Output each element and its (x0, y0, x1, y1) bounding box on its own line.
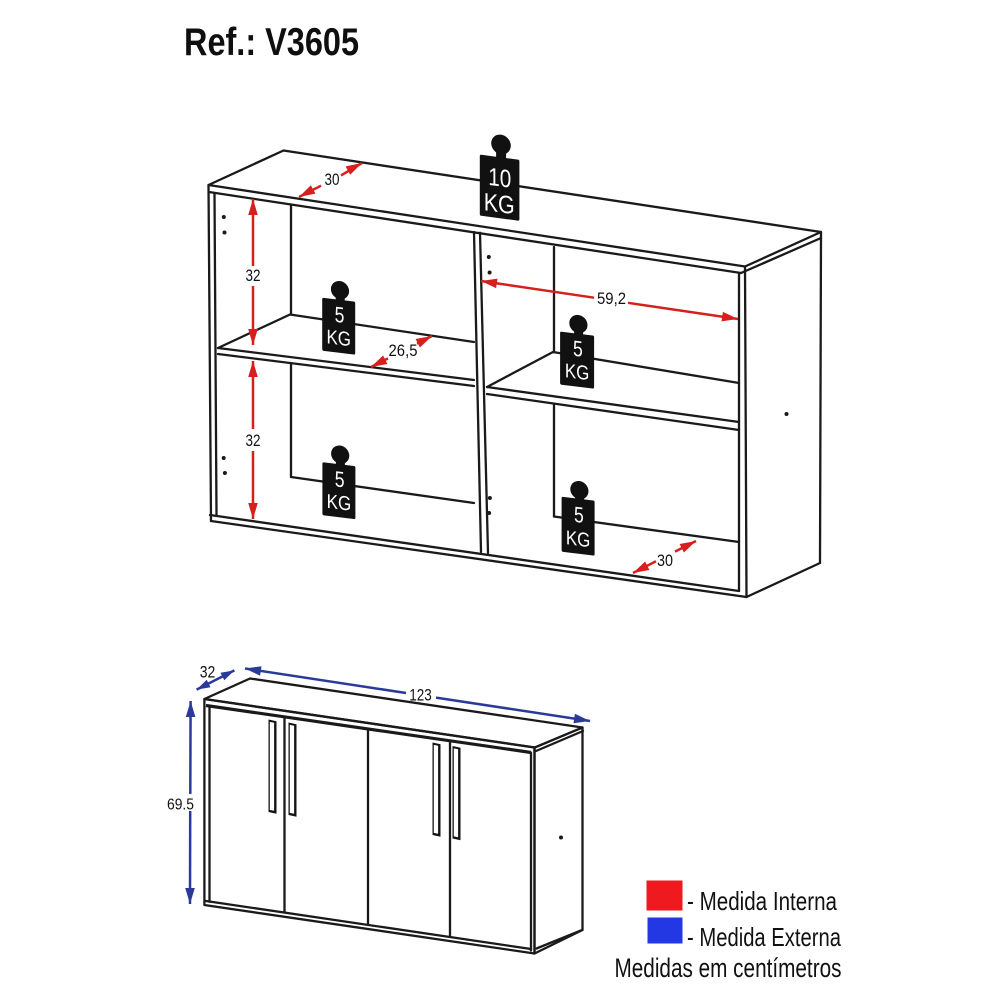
svg-text:5: 5 (574, 502, 584, 528)
svg-text:32: 32 (200, 663, 216, 682)
svg-text:69.5: 69.5 (167, 797, 194, 814)
svg-text:- Medida Interna: - Medida Interna (687, 886, 837, 916)
svg-text:30: 30 (657, 551, 673, 570)
svg-text:KG: KG (326, 326, 351, 351)
svg-text:10: 10 (488, 163, 511, 194)
svg-text:32: 32 (246, 266, 261, 285)
svg-text:Ref.: V3605: Ref.: V3605 (184, 21, 359, 64)
svg-text:59,2: 59,2 (597, 289, 626, 308)
svg-text:KG: KG (566, 527, 591, 552)
svg-text:5: 5 (335, 466, 345, 492)
svg-text:KG: KG (327, 491, 352, 516)
svg-text:KG: KG (565, 360, 590, 385)
svg-text:26,5: 26,5 (389, 341, 418, 360)
svg-text:123: 123 (409, 686, 432, 705)
svg-text:30: 30 (325, 170, 340, 189)
svg-text:5: 5 (573, 336, 583, 362)
svg-text:Medidas em centímetros: Medidas em centímetros (615, 953, 842, 983)
svg-text:32: 32 (246, 431, 261, 450)
svg-text:- Medida Externa: - Medida Externa (687, 922, 841, 952)
svg-text:5: 5 (335, 302, 345, 328)
svg-text:KG: KG (484, 188, 515, 220)
